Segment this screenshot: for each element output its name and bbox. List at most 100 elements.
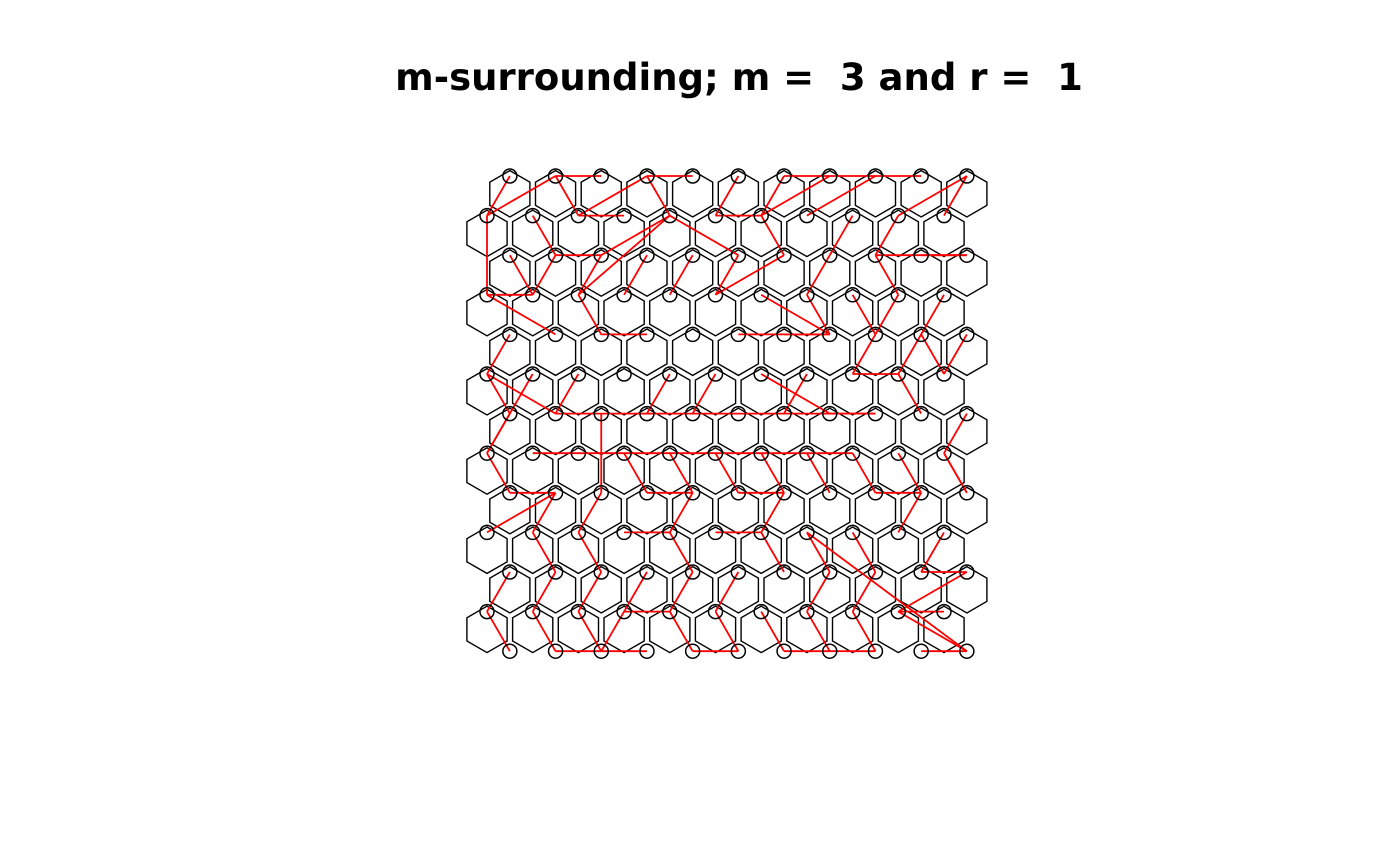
hexagon-cell	[671, 248, 714, 298]
hexagon-cell	[740, 446, 782, 496]
lattice-node	[639, 643, 655, 659]
lattice-node	[479, 445, 495, 461]
hexagon-cell	[534, 328, 577, 377]
lattice-node	[684, 405, 701, 422]
hexagon-cell	[740, 526, 782, 575]
hexagon-cell	[694, 446, 737, 496]
hexagon-cell	[809, 328, 851, 377]
hexagon-cell	[671, 169, 714, 218]
hexagon-cell	[511, 526, 554, 575]
lattice-node	[502, 405, 518, 422]
lattice-node	[570, 366, 587, 382]
hexagon-cell	[466, 446, 508, 496]
lattice-node	[776, 485, 792, 501]
lattice-node	[479, 287, 495, 303]
hexagon-cell	[946, 407, 988, 456]
lattice-node	[753, 207, 769, 224]
hexagon-cell	[786, 367, 828, 416]
edge-line	[715, 254, 785, 296]
hexagon-cell	[809, 486, 851, 535]
hexagon-cell	[854, 328, 897, 377]
lattice-node	[662, 287, 678, 303]
hexagon-cell	[580, 486, 622, 535]
hexagon-cell	[626, 486, 668, 535]
hexagon-cell	[557, 209, 600, 258]
hexagon-grid	[466, 169, 988, 654]
lattice-node	[502, 326, 518, 343]
hexagon-cell	[923, 446, 965, 496]
node-layer	[479, 168, 975, 659]
hexagon-cell	[786, 446, 828, 496]
lattice-node	[524, 287, 541, 303]
hexagon-cell	[923, 367, 965, 416]
lattice-node	[890, 524, 907, 541]
lattice-node	[822, 485, 838, 501]
lattice-node	[662, 207, 678, 224]
edge-line	[897, 571, 968, 613]
hexagon-cell	[557, 526, 600, 575]
hexagon-cell	[511, 446, 554, 496]
lattice-node	[753, 366, 769, 382]
hexagon-cell	[717, 248, 760, 298]
hexagon-cell	[694, 209, 737, 258]
hexagon-cell	[511, 367, 554, 416]
lattice-node	[547, 405, 564, 422]
lattice-node	[867, 326, 884, 343]
lattice-node	[844, 207, 861, 224]
lattice-node	[593, 326, 609, 343]
hexagon-cell	[466, 526, 508, 575]
lattice-node	[479, 603, 495, 620]
hexagon-cell	[877, 209, 920, 258]
lattice-node	[547, 643, 564, 659]
lattice-node	[524, 603, 541, 620]
hexagon-cell	[511, 209, 554, 258]
lattice-node	[959, 326, 975, 343]
hexagon-cell	[671, 328, 714, 377]
lattice-node	[890, 366, 907, 382]
hexagon-cell	[900, 486, 942, 535]
hexagon-cell	[717, 328, 760, 377]
lattice-node	[479, 207, 495, 224]
lattice-node	[662, 524, 678, 541]
lattice-node	[502, 485, 518, 501]
lattice-node	[913, 405, 929, 422]
hexagon-cell	[740, 367, 782, 416]
lattice-node	[844, 287, 861, 303]
lattice-node	[936, 524, 952, 541]
lattice-node	[502, 564, 518, 580]
hexagon-cell	[786, 209, 828, 258]
lattice-node	[867, 643, 884, 659]
hexagon-cell	[831, 288, 874, 337]
hexagon-cell	[900, 248, 942, 298]
lattice-node	[502, 168, 518, 184]
lattice-node	[662, 445, 678, 461]
hexagon-cell	[900, 169, 942, 218]
hexagon-cell	[489, 328, 531, 377]
lattice-node	[959, 405, 975, 422]
hexagon-cell	[854, 565, 897, 614]
hexagon-cell	[900, 565, 942, 614]
lattice-node	[570, 207, 587, 224]
lattice-node	[707, 445, 724, 461]
lattice-node	[844, 524, 861, 541]
lattice-node	[913, 168, 929, 184]
lattice-node	[799, 366, 815, 382]
lattice-node	[684, 168, 701, 184]
hexagon-cell	[786, 288, 828, 337]
lattice-node	[844, 445, 861, 461]
lattice-node	[913, 326, 929, 343]
edge-line	[486, 175, 557, 217]
lattice-node	[959, 247, 975, 263]
lattice-node	[867, 405, 884, 422]
lattice-node	[799, 207, 815, 224]
hexagon-cell	[557, 367, 600, 416]
lattice-node	[616, 287, 632, 303]
lattice-node	[867, 564, 884, 580]
hexagon-cell	[809, 248, 851, 298]
hexagon-cell	[854, 169, 897, 218]
edge-line	[669, 214, 739, 256]
lattice-node	[707, 603, 724, 620]
hexagon-cell	[603, 367, 645, 416]
hexagon-cell	[626, 407, 668, 456]
hexagon-cell	[489, 486, 531, 535]
